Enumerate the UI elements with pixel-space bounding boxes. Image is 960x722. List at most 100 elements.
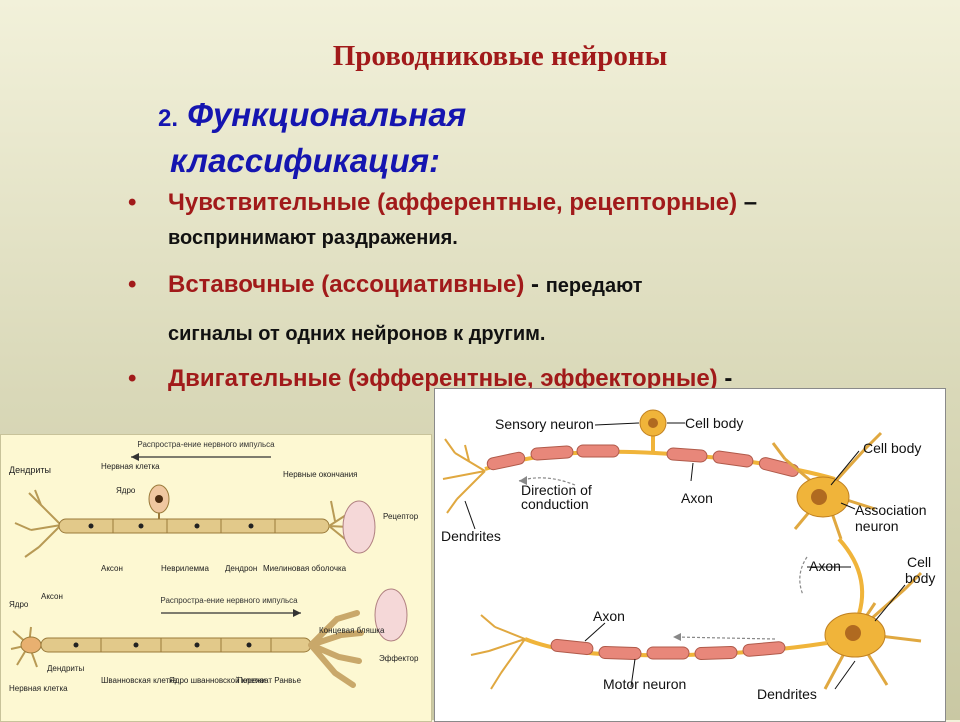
sensory-cell-nucleus: [648, 418, 658, 428]
top-receptor-label: Рецептор: [383, 512, 419, 521]
english-neuron-svg: Sensory neuron Cell body Cell body Direc…: [441, 409, 935, 702]
bullet-description-line2: сигналы от одних нейронов к другим.: [168, 323, 546, 345]
motor-neuron: [470, 571, 923, 690]
axon-shape: [58, 518, 330, 534]
bullet-term: Чувствительные (афферентные, рецепторные…: [168, 189, 738, 216]
bullet-motor: • Двигательные (эфферентные, эффекторные…: [128, 362, 948, 396]
pointer-line: [594, 422, 640, 426]
pointer-line: [830, 450, 860, 486]
bottom-dendrites-label: Дендриты: [47, 664, 85, 673]
top-neurilemma-label: Неврилемма: [161, 564, 210, 573]
pointer-line: [840, 502, 856, 510]
myelin-segment: [550, 638, 594, 656]
subtitle-line1: Функциональная: [187, 96, 467, 133]
bullet-glyph: •: [128, 365, 137, 392]
bullet-term: Вставочные (ассоциативные): [168, 271, 525, 298]
nerve-endings-shape: [328, 500, 350, 540]
nucleus-dot: [248, 523, 254, 529]
nucleus-dot: [194, 523, 200, 529]
bottom-effector-label: Эффектор: [379, 654, 419, 663]
bottom-impulse-arrow-head: [293, 609, 301, 617]
top-dendrites-label: Дендриты: [9, 465, 51, 475]
myelin-segment: [598, 645, 642, 661]
axon-label-1: Axon: [681, 490, 713, 506]
pointer-line: [464, 500, 476, 530]
subtitle-number: 2.: [158, 105, 179, 132]
myelin-segment: [742, 641, 786, 657]
slide-title: Проводниковые нейроны: [332, 40, 668, 72]
top-arrow-label: Распростра-ение нервного импульса: [137, 440, 275, 449]
motor-terminals-shape: [470, 614, 526, 690]
bottom-arrow-label: Распростра-ение нервного импульса: [160, 596, 298, 605]
dendrites-label-1: Dendrites: [441, 528, 501, 544]
association-cell-nucleus: [811, 489, 827, 505]
motor-dendrites-shape: [823, 571, 923, 690]
cell-body-label-3a: Cell: [907, 554, 931, 570]
nucleus-dot: [88, 523, 94, 529]
pointer-line: [834, 660, 856, 690]
bottom-axon-label: Аксон: [41, 592, 63, 601]
motor-cell-nucleus: [845, 625, 861, 641]
bullet-description: передают: [545, 275, 643, 297]
sensory-dendrites-shape: [442, 438, 486, 514]
bullet-association: • Вставочные (ассоциативные) - передают …: [128, 268, 948, 351]
schwann-nucleus-dot: [73, 642, 79, 648]
dendrites-shape: [14, 489, 62, 558]
top-myelin-label: Миелиновая оболочка: [263, 564, 347, 573]
pointer-line: [874, 584, 906, 622]
top-nerve-endings-label: Нервные окончания: [283, 470, 358, 479]
direction-arrow-head: [519, 476, 527, 485]
top-axon-label: Аксон: [101, 564, 123, 573]
myelin-segment: [646, 646, 690, 660]
subtitle-line2: классификация:: [170, 142, 441, 179]
bullet-term: Двигательные (эфферентные, эффекторные): [168, 365, 718, 392]
myelin-segment: [576, 444, 620, 458]
bottom-cell-body-shape: [20, 636, 42, 654]
axon-label-2: Axon: [809, 558, 841, 574]
bottom-neuron: Аксон Ядро Распростра-ение нервного импу…: [9, 588, 419, 693]
association-neuron-label-1: Association: [855, 502, 927, 518]
direction-label-1: Direction of: [521, 482, 592, 498]
myelin-segment: [486, 451, 526, 471]
bullet-list: • Чувствительные (афферентные, рецепторн…: [128, 186, 908, 392]
schwann-nucleus-dot: [133, 642, 139, 648]
axon-label-3: Axon: [593, 608, 625, 624]
motor-direction-arrow: [674, 636, 776, 640]
myelin-segment: [530, 445, 574, 461]
bottom-dendrites-shape: [10, 626, 38, 668]
myelin-segment: [694, 645, 738, 661]
bullet-separator: –: [737, 189, 758, 216]
top-neuron: Распростра-ение нервного импульса Дендри…: [9, 440, 419, 573]
schwann-nucleus-dot: [194, 642, 200, 648]
end-plate-shape: [308, 610, 364, 688]
sensory-neuron: [442, 409, 836, 514]
pointer-line: [690, 462, 694, 482]
english-neuron-diagram: Sensory neuron Cell body Cell body Direc…: [434, 388, 946, 722]
myelin-segment: [712, 450, 754, 468]
bottom-schwann-nucleus-label: Ядро шванновской клетки: [169, 676, 266, 685]
bullet-sensory: • Чувствительные (афферентные, рецепторн…: [128, 186, 908, 255]
dendrites-label-2: Dendrites: [757, 686, 817, 702]
pointer-line: [584, 622, 606, 642]
bullet-separator: -: [524, 271, 546, 298]
top-nerve-cell-label: Нервная клетка: [101, 462, 160, 471]
subtitle: 2. Функциональная классификация:: [158, 94, 718, 182]
effector-shape: [374, 588, 408, 642]
motor-direction-arrow-head: [673, 633, 681, 641]
impulse-arrow-head: [131, 453, 139, 461]
nucleus-dot: [138, 523, 144, 529]
top-dendron-label: Дендрон: [225, 564, 257, 573]
cell-body-label-3b: body: [905, 570, 935, 586]
russian-neuron-diagram: Распростра-ение нервного импульса Дендри…: [0, 434, 432, 722]
sensory-neuron-label: Sensory neuron: [495, 416, 594, 432]
bottom-ranvier-label: Перехват Ранвье: [237, 676, 302, 685]
cell-body-label-2: Cell body: [863, 440, 921, 456]
cell-body-label-1: Cell body: [685, 415, 743, 431]
bottom-nucleus-label: Ядро: [9, 600, 29, 609]
receptor-shape: [342, 500, 376, 554]
motor-neuron-label: Motor neuron: [603, 676, 686, 692]
bottom-end-plate-label: Концевая бляшка: [319, 626, 385, 635]
bullet-description: воспринимают раздражения.: [168, 227, 458, 249]
association-neuron-label-2: neuron: [855, 518, 899, 534]
schwann-nucleus-dot: [246, 642, 252, 648]
